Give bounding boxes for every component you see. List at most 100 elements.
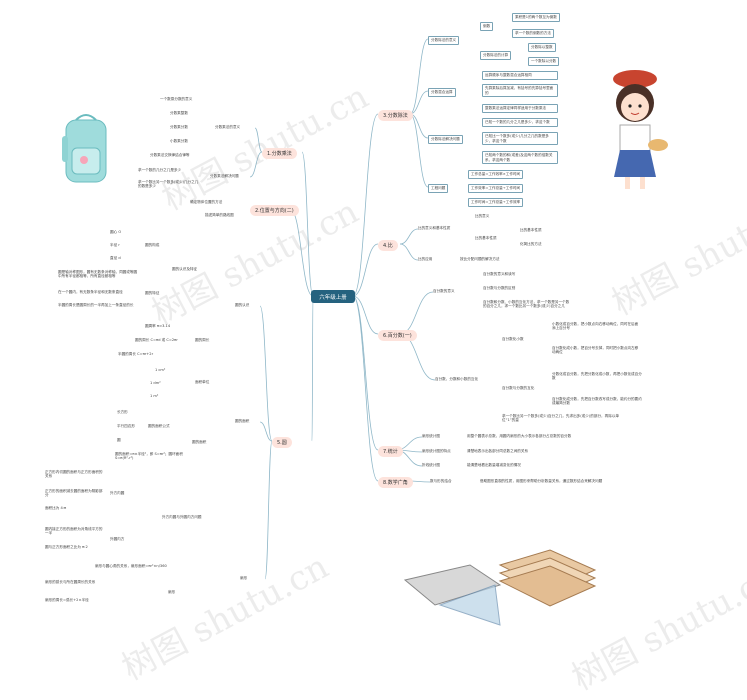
node[interactable]: 百分数化小数 xyxy=(502,337,524,341)
leaf: 化简比的方法 xyxy=(520,242,542,246)
leaf: 百分数化成小数，把百分号去掉，同时把小数点向左移动两位 xyxy=(552,346,640,355)
node[interactable]: 外方内圆与外圆内方问题 xyxy=(162,515,202,519)
leaf: 已知比一个数多(或少)几分之几的数是多少，求这个数 xyxy=(482,132,558,145)
leaf: 圆内接正方形的面积为对角线平方的一半 xyxy=(45,527,105,536)
leaf: 圆 xyxy=(117,438,121,442)
connector xyxy=(260,422,272,441)
leaf: 圆的面积=π×半径²，即 S=πr²；圆环面积 S=π(R²-r²) xyxy=(115,452,190,461)
node[interactable]: 百分数、分数和小数的互化 xyxy=(435,377,478,381)
connector xyxy=(312,296,313,441)
books-ruler-illustration xyxy=(400,545,600,635)
node[interactable]: 圆的周长 xyxy=(195,338,209,342)
leaf: 小数乘分数 xyxy=(170,139,188,143)
connector xyxy=(265,441,272,579)
node[interactable]: 数与形的结合 xyxy=(430,479,452,483)
leaf: 扇形的周长=弧长+2×半径 xyxy=(45,598,155,602)
leaf: 圆与正方形面积之比为 π:2 xyxy=(45,545,105,549)
node[interactable]: 扇形 xyxy=(240,576,247,580)
leaf: 已知一个数的几分之几是多少，求这个数 xyxy=(482,118,558,127)
node[interactable]: 圆的面积 xyxy=(235,419,249,423)
leaf: 半径 r xyxy=(110,243,120,247)
leaf: 按比分配问题的解决方法 xyxy=(460,257,500,261)
leaf: 一个数除以分数 xyxy=(528,57,559,66)
leaf: 比的意义 xyxy=(475,214,489,218)
node[interactable]: 分数除法的计算 xyxy=(480,51,511,60)
node[interactable]: 折线统计图 xyxy=(422,463,440,467)
leaf: 分数乘整数 xyxy=(170,111,188,115)
node[interactable]: 圆的特征 xyxy=(145,291,159,295)
girl-illustration xyxy=(600,65,675,195)
leaf: 分数乘法交换律结合律等 xyxy=(150,153,190,157)
leaf: 求一个数比另一个数多(或少)几分之几的数是多少 xyxy=(138,180,200,189)
backpack-illustration xyxy=(60,110,112,190)
leaf: 工作时间=工作总量÷工作效率 xyxy=(468,198,523,207)
branch-circle[interactable]: 5.圆 xyxy=(272,437,292,448)
branch-fraction-division[interactable]: 3.分数除法 xyxy=(378,110,413,121)
leaf: 圆的周长 C=πd 或 C=2πr xyxy=(135,338,178,342)
leaf: 先算乘除后算加减，有括号的先算括号里面的 xyxy=(482,84,558,97)
leaf: 求一个数比另一个数多(或少)百分之几，先求出多(或少)的部分，再除以单位“1”的… xyxy=(502,414,632,423)
leaf: 1 cm² xyxy=(155,368,165,372)
leaf: 比的基本性质 xyxy=(520,228,542,232)
node[interactable]: 扇形 xyxy=(168,590,175,594)
node[interactable]: 扇形统计图 xyxy=(422,434,440,438)
leaf: 正方形内切圆的面积与正方形面积的关系 xyxy=(45,470,105,479)
branch-percentage[interactable]: 6.百分数(一) xyxy=(378,330,417,341)
center-topic[interactable]: 六年级上册 xyxy=(311,290,355,303)
leaf: 整数乘法运算定律同样适用于分数乘法 xyxy=(482,104,558,113)
node[interactable]: 分数除法解决问题 xyxy=(428,135,463,144)
leaf: 清楚地表示出各部分同总数之间的关系 xyxy=(467,449,528,453)
leaf: 确定物体位置的方法 xyxy=(190,200,222,204)
leaf: 在一个圆内，有无数条半径和无数条直径 xyxy=(58,290,138,294)
node[interactable]: 倒数 xyxy=(480,22,493,31)
node[interactable]: 圆的构成 xyxy=(145,243,159,247)
connector xyxy=(400,292,433,334)
node[interactable]: 分数混合运算 xyxy=(428,88,456,97)
leaf: 直径 d xyxy=(110,256,121,260)
node[interactable]: 百分数的意义 xyxy=(433,289,455,293)
leaf: 借助图形直观的性质，用图形来帮助分析数量关系，通过数形结合来解决问题 xyxy=(480,479,602,483)
node[interactable]: 面积单位 xyxy=(195,380,209,384)
branch-math-wide-angle[interactable]: 8.数学广角 xyxy=(378,477,413,488)
leaf: 小数化成百分数，把小数点向右移动两位，同时在后面添上百分号 xyxy=(552,322,640,331)
node[interactable]: 比的意义和基本性质 xyxy=(418,226,450,230)
leaf: 圆周率 π≈3.14 xyxy=(145,324,170,328)
leaf: 长方形 xyxy=(117,410,128,414)
leaf: 1 m² xyxy=(150,394,158,398)
leaf: 平行四边形 xyxy=(117,424,135,428)
node[interactable]: 分数乘法解决问题 xyxy=(210,174,239,178)
branch-fraction-multiplication[interactable]: 1.分数乘法 xyxy=(262,148,297,159)
leaf: 圆是轴对称图形，圆有无数条对称轴，同圆或等圆中所有半径都相等，所有直径都相等 xyxy=(58,270,138,279)
connector xyxy=(353,296,378,481)
node[interactable]: 外方内圆 xyxy=(110,491,124,495)
node[interactable]: 圆的认识 xyxy=(235,303,249,307)
branch-position-direction[interactable]: 2.位置与方向(二) xyxy=(250,205,299,216)
connector xyxy=(353,244,378,296)
leaf: 一个数乘分数的意义 xyxy=(160,97,192,101)
leaf: 分数乘分数 xyxy=(170,125,188,129)
leaf: 求一个数的几分之几是多少 xyxy=(138,168,181,172)
leaf: 半圆的周长 C=πr+2r xyxy=(118,352,153,356)
node[interactable]: 比的应用 xyxy=(418,257,432,261)
node[interactable]: 工程问题 xyxy=(428,184,448,193)
node[interactable]: 百分数与分数的互化 xyxy=(502,386,534,390)
connector xyxy=(353,296,378,450)
node[interactable]: 扇形统计图的特点 xyxy=(422,449,451,453)
node[interactable]: 外圆内方 xyxy=(110,537,124,541)
node[interactable]: 圆的面积公式 xyxy=(148,424,170,428)
leaf: 半圆的周长是圆周长的一半再加上一条直径的长 xyxy=(58,303,138,307)
leaf: 乘积是1的两个数互为倒数 xyxy=(512,13,560,22)
node[interactable]: 圆的认识及特征 xyxy=(172,267,197,271)
leaf: 工作效率=工作总量÷工作时间 xyxy=(468,184,523,193)
leaf: 扇形的弧长与所在圆周长的关系 xyxy=(45,580,155,584)
mindmap-canvas: 树图 shutu.cn 树图 shutu.cn 树图 shutu.cn 树图 s… xyxy=(0,0,747,675)
leaf: 面积比为 4:π xyxy=(45,506,105,510)
connector xyxy=(400,229,418,244)
node[interactable]: 分数乘法的意义 xyxy=(215,125,240,129)
node[interactable]: 分数除法的意义 xyxy=(428,36,459,45)
leaf: 1 dm² xyxy=(150,381,161,385)
branch-ratio[interactable]: 4.比 xyxy=(378,240,398,251)
node[interactable]: 圆的面积 xyxy=(192,440,206,444)
leaf: 已知两个数的和(或差)及这两个数的倍数关系，求这两个数 xyxy=(482,151,558,164)
branch-statistics[interactable]: 7.统计 xyxy=(378,446,403,457)
